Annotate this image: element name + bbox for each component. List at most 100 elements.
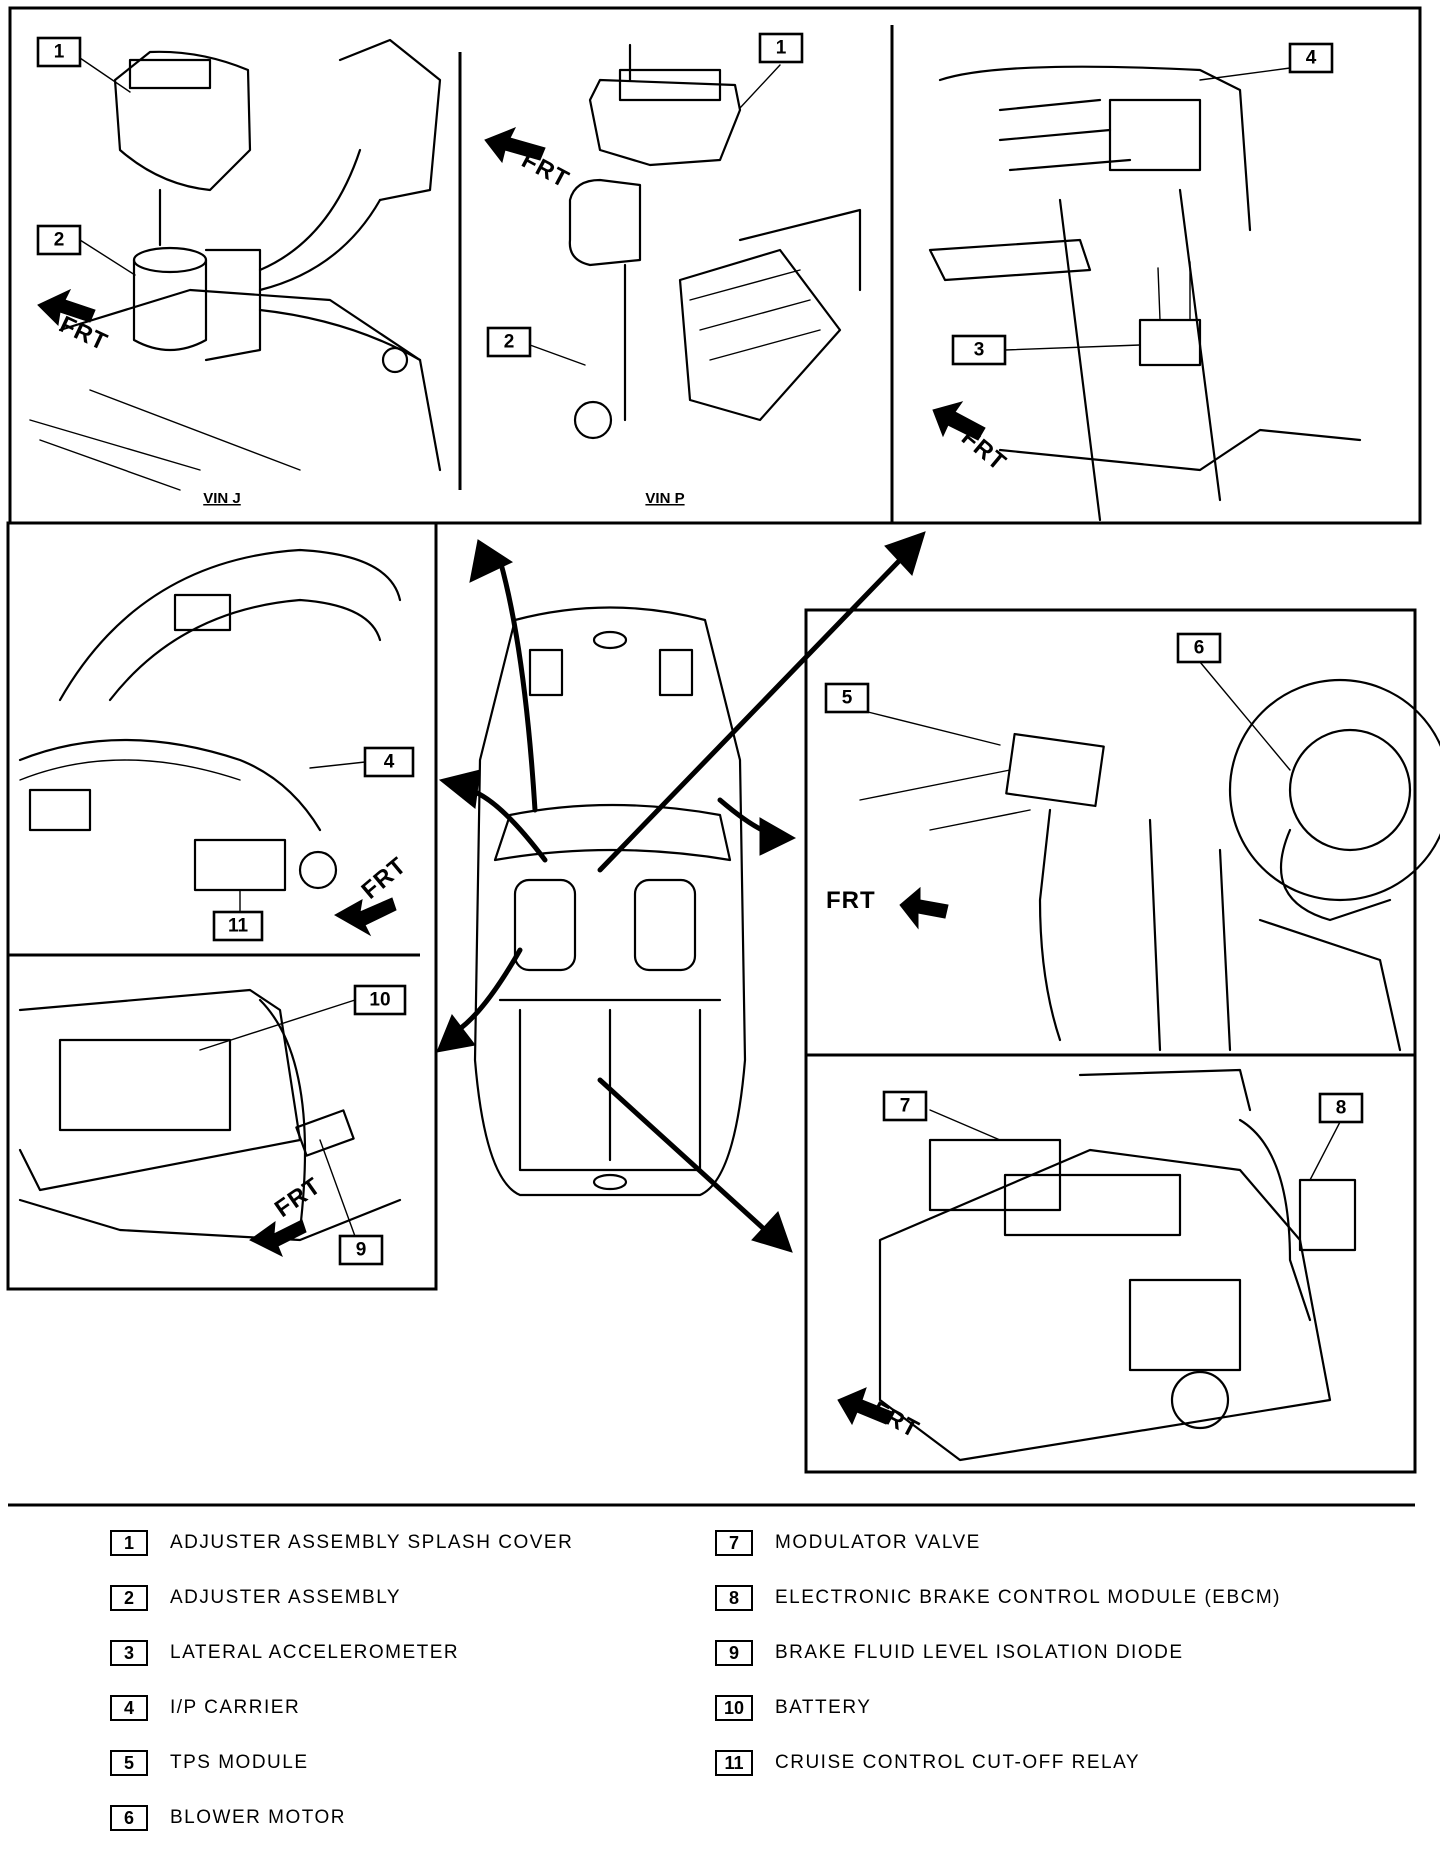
radio-unit: [1108, 98, 1202, 172]
callout-8: 8: [1318, 1092, 1364, 1124]
legend-number: 7: [715, 1530, 753, 1556]
callout-4-dash: 4: [363, 746, 415, 778]
legend-item: 9 BRAKE FLUID LEVEL ISOLATION DIODE: [715, 1638, 1184, 1668]
callout-2-vin-p: 2: [486, 326, 532, 358]
frt-label-ebcm: FRT: [867, 1396, 924, 1443]
background-part: [338, 38, 442, 202]
accel-bolt-1: [1157, 267, 1161, 321]
modulator-valve-block: [1003, 1173, 1182, 1237]
legend-label: MODULATOR VALVE: [775, 1532, 981, 1553]
engine-block-vin-p: [678, 248, 842, 422]
callout-9: 9: [338, 1234, 384, 1266]
arrow-to-dash-head: [438, 769, 481, 809]
leader-2b: [529, 344, 586, 366]
frt-label-dash: FRT: [357, 852, 412, 905]
callout-number: 2: [54, 230, 65, 251]
arrow-to-battery-head: [436, 1014, 476, 1053]
frt-arrow-ip: [932, 401, 986, 441]
legend-item: 11 CRUISE CONTROL CUT-OFF RELAY: [715, 1748, 1140, 1778]
frt-arrow-battery: [249, 1219, 307, 1258]
engine-ribs: [689, 269, 821, 361]
callout-number: 6: [1194, 638, 1205, 659]
tps-connector-wire: [1038, 808, 1062, 1042]
legend-label: I/P CARRIER: [170, 1697, 301, 1718]
arrow-to-ebcm-head: [751, 1211, 793, 1253]
dash-top: [938, 65, 1252, 232]
engine-bay-outline: [878, 1148, 1332, 1462]
frame-rail: [18, 1198, 402, 1242]
caption-vin-p: VIN P: [645, 490, 684, 507]
legend-number: 9: [715, 1640, 753, 1666]
car-emblem-rear: [592, 1173, 628, 1191]
legend-item: 7 MODULATOR VALVE: [715, 1528, 981, 1558]
callout-box: [36, 36, 82, 68]
callout-2-vin-j: 2: [36, 224, 82, 256]
wire-harness: [18, 738, 322, 832]
tps-screw-2: [929, 809, 1031, 831]
callout-1-vin-j: 1: [36, 36, 82, 68]
arrow-to-vin-j-head: [469, 539, 514, 583]
splash-cover-top: [128, 58, 212, 90]
lateral-accelerometer: [1138, 318, 1202, 367]
callouts: 1 2 1 2 3 4 4 11: [36, 32, 1364, 1266]
arrow-to-ip-head: [884, 531, 926, 576]
callout-box: [758, 32, 804, 64]
adjuster-top: [132, 246, 208, 274]
callout-number: 2: [504, 332, 515, 353]
relay-cluster: [193, 838, 287, 892]
wheelwell: [1258, 918, 1402, 1052]
callout-10: 10: [353, 984, 407, 1016]
callout-11: 11: [212, 910, 264, 942]
callout-box: [1288, 42, 1334, 74]
leader-1b: [739, 64, 781, 109]
legend-label: CRUISE CONTROL CUT-OFF RELAY: [775, 1752, 1141, 1773]
callout-number: 7: [900, 1096, 911, 1117]
callout-3: 3: [951, 334, 1007, 366]
legend: 1 ADJUSTER ASSEMBLY SPLASH COVER 2 ADJUS…: [0, 1528, 1440, 1858]
view-tps-blower: FRT: [826, 678, 1440, 1052]
arrow-to-ebcm-shaft: [597, 1077, 768, 1233]
callout-6: 6: [1176, 632, 1222, 664]
legend-item: 2 ADJUSTER ASSEMBLY: [110, 1583, 401, 1613]
legend-label: TPS MODULE: [170, 1752, 309, 1773]
legend-number: 3: [110, 1640, 148, 1666]
dash-cutout: [173, 593, 232, 632]
view-vin-p: FRT VIN P: [484, 43, 862, 507]
callout-box: [486, 326, 532, 358]
view-dash-harness: FRT: [18, 548, 412, 937]
car-body: [473, 606, 747, 1197]
tps-screw-1: [859, 769, 1011, 801]
view-arrows: [436, 531, 926, 1253]
ebcm-fitting: [1170, 1370, 1230, 1430]
callout-box: [36, 224, 82, 256]
floor-tunnel: [998, 428, 1362, 472]
callout-5: 5: [824, 682, 870, 714]
callout-number: 3: [974, 340, 985, 361]
cruise-relay: [298, 850, 338, 890]
leader-lines: [79, 57, 1341, 1251]
legend-number: 8: [715, 1585, 753, 1611]
legend-item: 6 BLOWER MOTOR: [110, 1803, 346, 1833]
callout-number: 5: [842, 688, 853, 709]
callout-box: [1318, 1092, 1364, 1124]
legend-number: 4: [110, 1695, 148, 1721]
view-battery: FRT: [18, 988, 402, 1258]
leader-4b: [309, 761, 366, 769]
tps-module: [1005, 732, 1105, 808]
isolation-diode: [295, 1109, 355, 1157]
legend-number: 2: [110, 1585, 148, 1611]
legend-item: 5 TPS MODULE: [110, 1748, 309, 1778]
callout-4-ip: 4: [1288, 42, 1334, 74]
callout-box: [951, 334, 1007, 366]
fitting: [381, 346, 409, 374]
car-emblem-front: [592, 630, 628, 650]
callout-box: [1176, 632, 1222, 664]
leader-7: [929, 1109, 1001, 1141]
ebcm-module: [1298, 1178, 1357, 1252]
leader-3: [1004, 344, 1141, 351]
frt-arrow-dash: [333, 897, 397, 937]
legend-number: 10: [715, 1695, 753, 1721]
leader-1a: [79, 57, 131, 93]
seat-left: [513, 878, 577, 972]
component-locator-diagram: FRT VIN J FRT VIN P FRT: [6, 6, 1440, 1507]
